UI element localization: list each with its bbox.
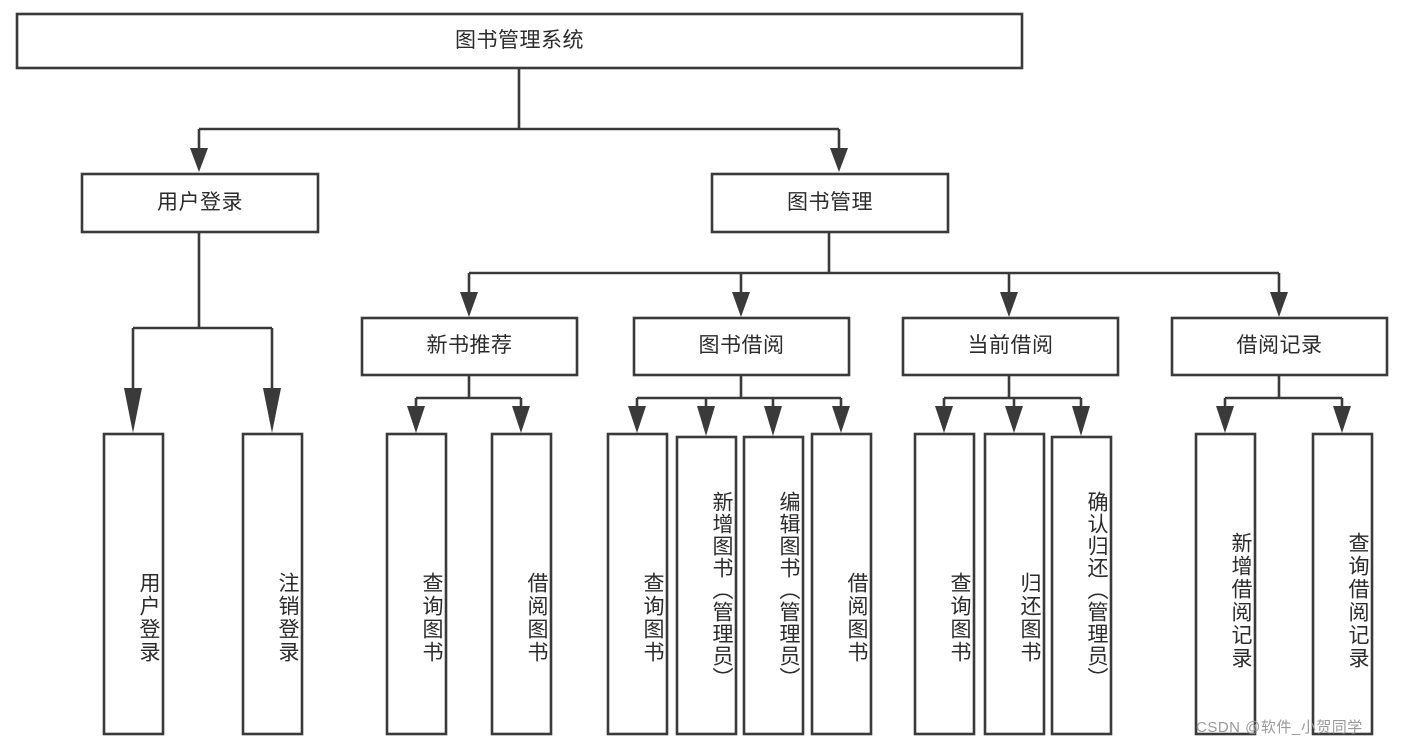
connector-currentborrow-to-leaves <box>935 375 1090 436</box>
node-book-management[interactable] <box>710 172 950 234</box>
leaf-book-borrow-1[interactable] <box>675 435 738 736</box>
node-new-book-recommend[interactable] <box>360 316 579 377</box>
leaf-user-login-0[interactable] <box>102 432 165 736</box>
leaf-current-borrow-0[interactable] <box>913 432 976 736</box>
leaf-book-borrow-2[interactable] <box>742 435 805 736</box>
connector-root-to-level2 <box>190 68 848 172</box>
connector-userlogin-to-leaves <box>124 232 281 433</box>
leaf-book-borrow-0[interactable] <box>606 432 669 736</box>
leaf-current-borrow-2[interactable] <box>1050 435 1113 736</box>
node-current-borrow[interactable] <box>901 316 1120 377</box>
leaf-new-book-1[interactable] <box>490 432 553 736</box>
connector-borrowrecord-to-leaves <box>1216 375 1351 433</box>
node-root[interactable] <box>15 12 1024 70</box>
leaf-borrow-record-1[interactable] <box>1311 432 1374 736</box>
leaf-borrow-record-0[interactable] <box>1194 432 1257 736</box>
leaf-book-borrow-3[interactable] <box>810 432 873 736</box>
leaf-current-borrow-1[interactable] <box>983 432 1046 736</box>
connector-bookmgmt-to-level3 <box>460 232 1288 317</box>
node-user-login[interactable] <box>80 172 320 234</box>
node-book-borrow[interactable] <box>632 316 851 377</box>
connector-bookborrow-to-leaves <box>628 375 850 436</box>
node-borrow-record[interactable] <box>1170 316 1389 377</box>
connector-newbook-to-leaves <box>407 375 530 433</box>
leaf-user-login-1[interactable] <box>241 432 304 736</box>
csdn-watermark: CSDN @软件_小贺同学 <box>1196 719 1363 736</box>
leaf-new-book-0[interactable] <box>385 432 448 736</box>
